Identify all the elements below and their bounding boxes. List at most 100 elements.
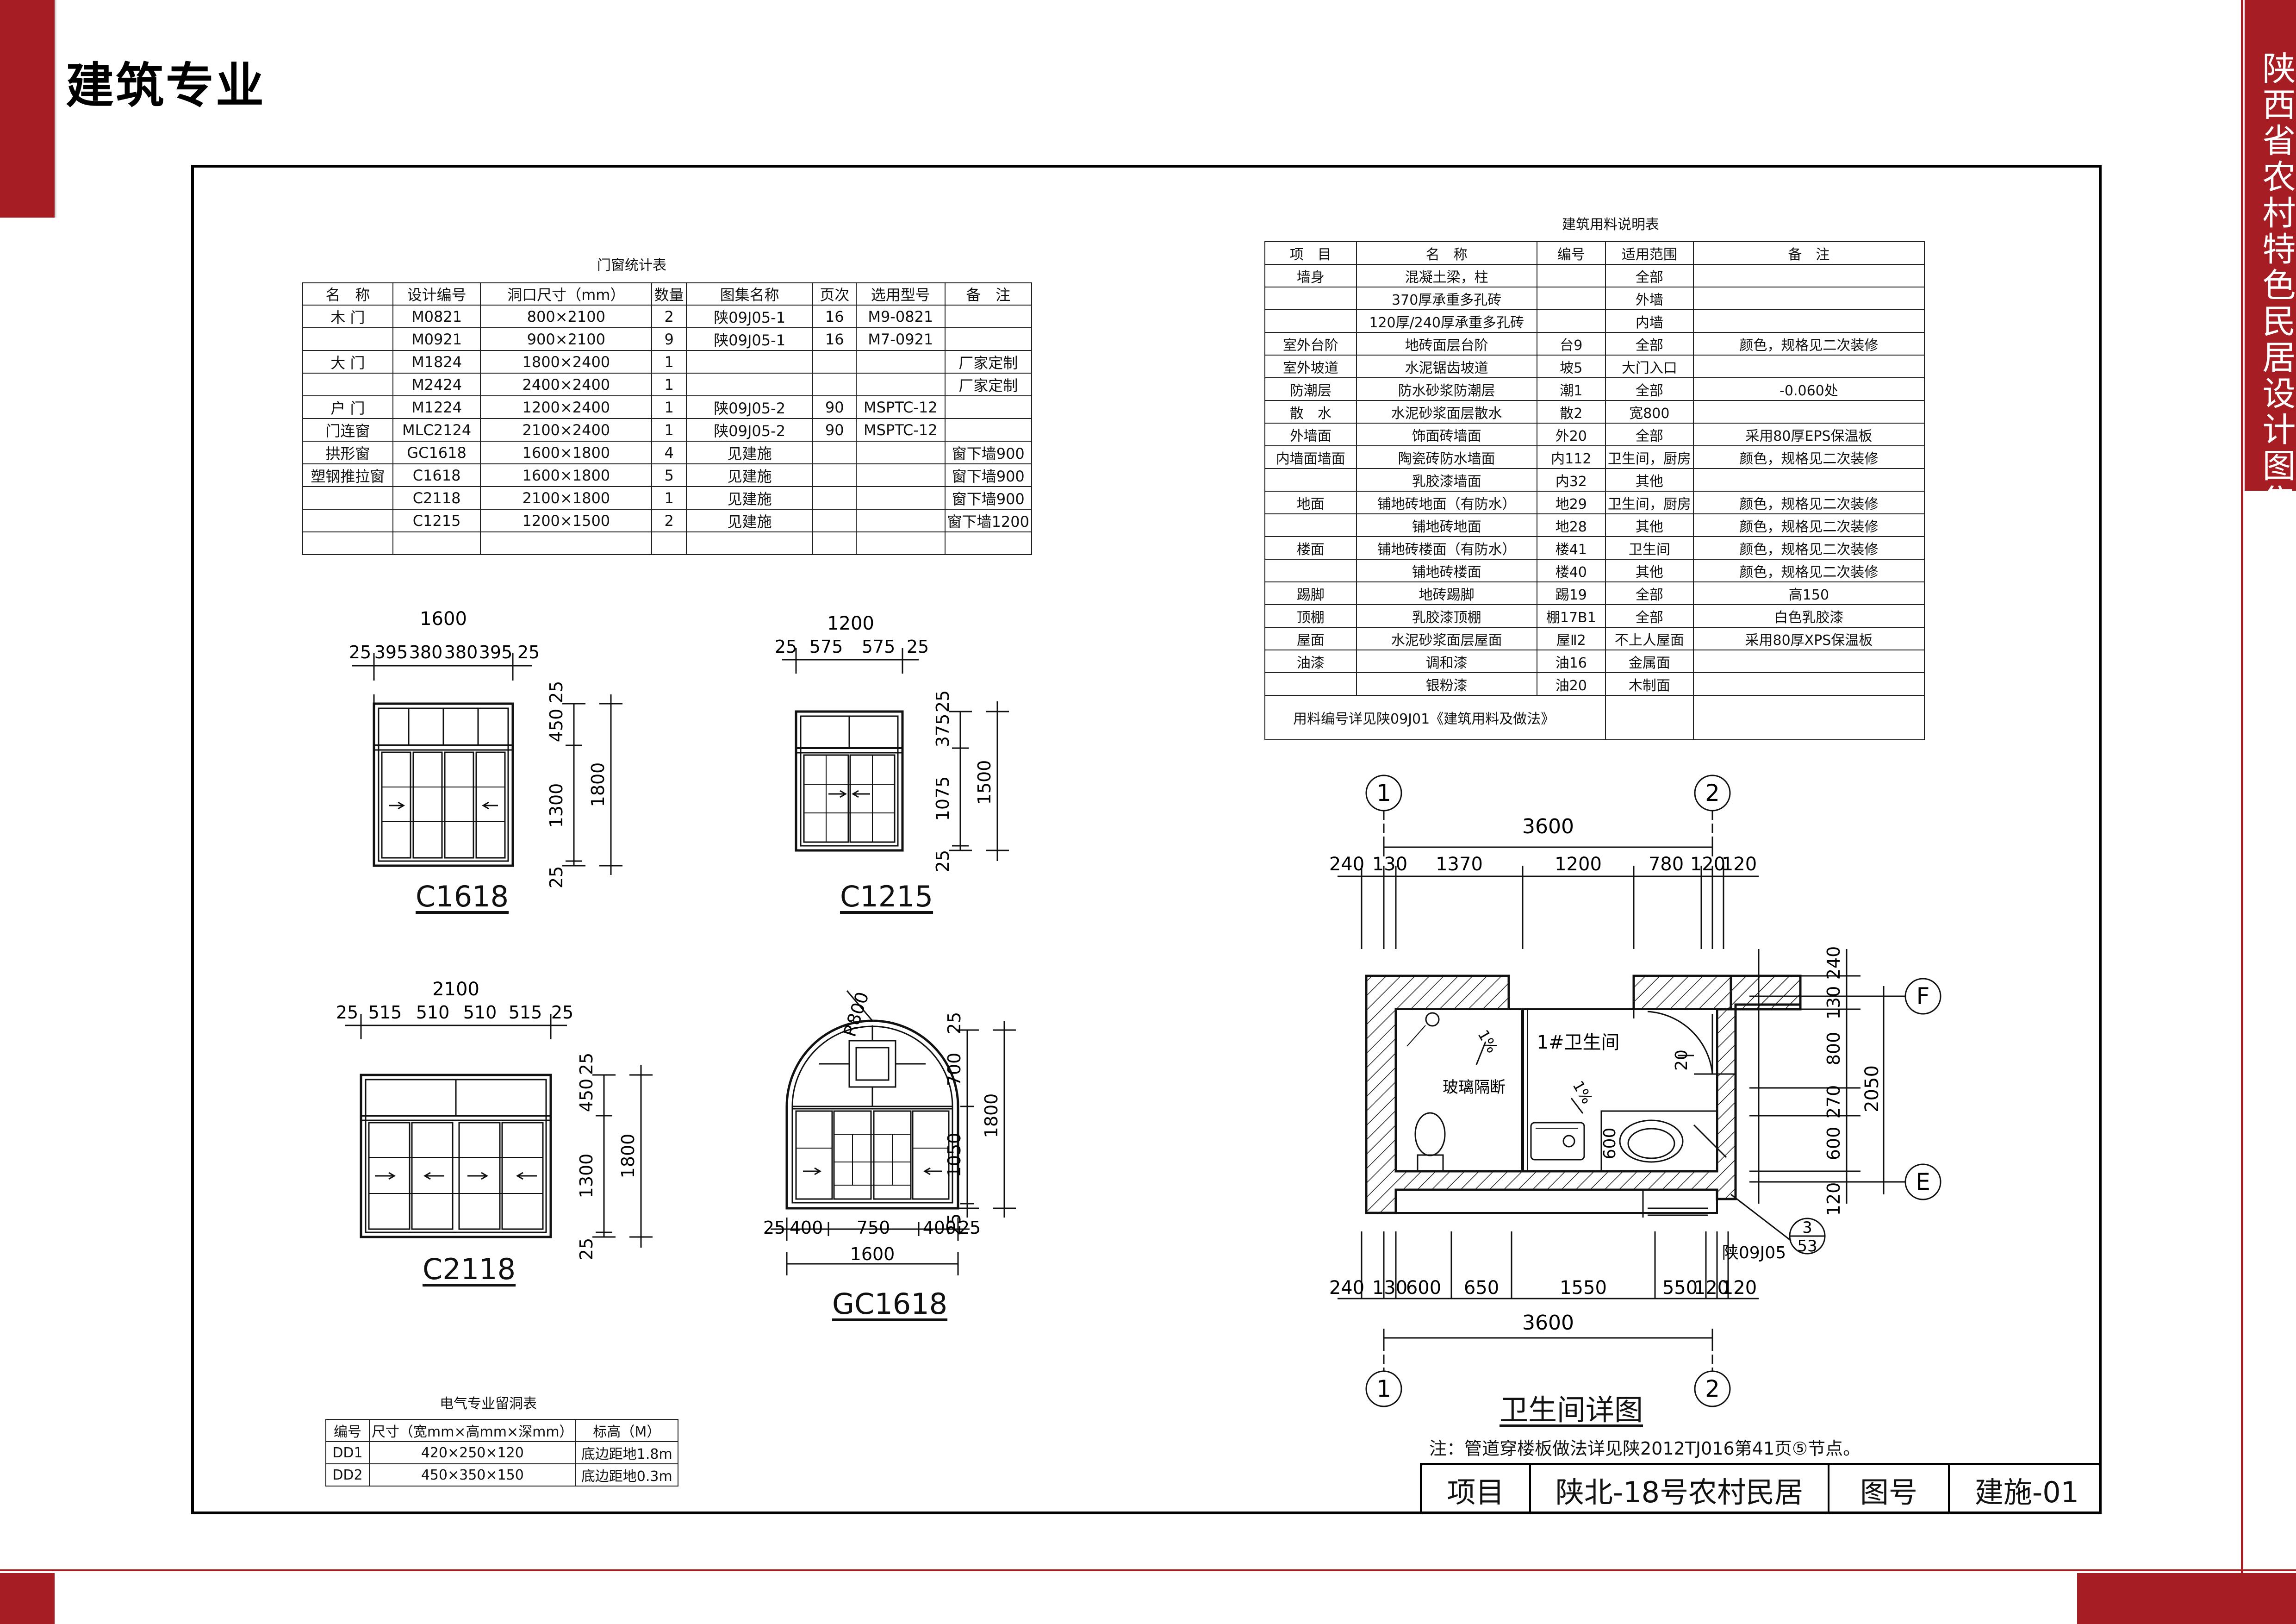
drawing-frame [191, 165, 2102, 1514]
table-cell: 1200×2400 [480, 395, 653, 419]
table-cell: 90 [812, 418, 857, 442]
header-cell: 设计编号 [392, 282, 481, 306]
table-cell: 不上人屋面 [1605, 627, 1694, 650]
table-cell: 水泥砂浆面层屋面 [1356, 627, 1537, 650]
table-cell: 颜色，规格见二次装修 [1692, 559, 1925, 582]
table-cell [480, 531, 653, 555]
c1618-vdims: 25 450 1300 25 1800 [546, 681, 608, 888]
table-cell: 金属面 [1605, 650, 1694, 673]
table-cell: 地砖面层台阶 [1356, 332, 1537, 356]
table-cell: 地砖踢脚 [1356, 581, 1537, 605]
table-cell: 卫生间，厨房 [1605, 445, 1694, 469]
table-cell: 120厚/240厚承重多孔砖 [1356, 309, 1537, 333]
c1618-hdim: 395 [374, 642, 408, 662]
table-cell: 调和漆 [1356, 650, 1537, 673]
right-dim: 800 [1823, 1032, 1844, 1066]
gc1618-bdim: 25 [958, 1218, 981, 1238]
c1618-vdim: 25 [546, 681, 566, 703]
table-cell: 90 [812, 395, 857, 419]
dim-600-label: 600 [1600, 1128, 1619, 1160]
table-cell: 窗下墙900 [944, 463, 1032, 487]
table-row [302, 531, 1032, 555]
table-cell [812, 441, 857, 464]
gc1618-vdim: 700 [944, 1053, 964, 1087]
c2118-vdims: 25 450 1300 25 1800 [576, 1053, 638, 1260]
table-cell: 窗下墙900 [944, 441, 1032, 464]
table-cell: 内32 [1536, 468, 1606, 492]
table-cell: 户 门 [302, 395, 393, 419]
right-red-line [2241, 0, 2243, 1624]
bathroom-plan [1338, 775, 1941, 1407]
table-cell: 颜色，规格见二次装修 [1692, 536, 1925, 560]
bottom-left-red-bar [0, 1573, 55, 1624]
table-cell: 450×350×150 [368, 1463, 576, 1487]
table-cell: MSPTC-12 [856, 395, 946, 419]
table-cell: 2 [651, 509, 687, 532]
header-cell: 页次 [812, 282, 857, 306]
table-cell: 内112 [1536, 445, 1606, 469]
table-cell: 台9 [1536, 332, 1606, 356]
table-cell [1264, 559, 1357, 582]
table-cell [1264, 468, 1357, 492]
c1618-hdim: 25 [349, 642, 371, 662]
table-cell: 拱形窗 [302, 441, 393, 464]
table-cell: C1215 [392, 509, 481, 532]
c1618-width-dim: 1600 [420, 608, 467, 630]
c1215-hdim: 25 [907, 637, 929, 657]
table-cell [944, 305, 1032, 328]
table-row: 120厚/240厚承重多孔砖内墙 [1264, 309, 1925, 333]
table-cell [302, 509, 393, 532]
c1215-vdims: 25 375 1075 25 1500 [933, 690, 995, 872]
c2118-hdim: 515 [368, 1002, 402, 1023]
header-cell: 适用范围 [1605, 241, 1694, 265]
c2118-vdim: 25 [576, 1053, 597, 1075]
table-cell [302, 327, 393, 351]
table-cell [944, 327, 1032, 351]
table-cell: 木 门 [302, 305, 393, 328]
table-cell: 1 [651, 395, 687, 419]
axis-e: E [1916, 1168, 1930, 1195]
table-cell: 见建施 [686, 441, 814, 464]
table-cell: 室外坡道 [1264, 355, 1357, 378]
table-cell [1264, 672, 1357, 696]
right-dim: 130 [1823, 986, 1844, 1020]
project-label: 项目 [1422, 1465, 1531, 1514]
window-gc1618-drawing [771, 990, 1016, 1275]
c1618-vdim: 1300 [546, 783, 566, 828]
table-cell: 420×250×120 [368, 1441, 576, 1464]
table-cell: 370厚承重多孔砖 [1356, 287, 1537, 310]
table-cell: 坡5 [1536, 355, 1606, 378]
top-dim: 1370 [1436, 854, 1483, 875]
table-cell: M7-0921 [856, 327, 946, 351]
table-cell: 混凝土梁，柱 [1356, 264, 1537, 287]
table-cell: 地面 [1264, 491, 1357, 514]
bottom-dim: 120 [1722, 1277, 1757, 1299]
table-cell: 陕09J05-2 [686, 418, 814, 442]
c2118-hdim: 510 [463, 1002, 497, 1023]
gc1618-vdim: 25 [944, 1012, 964, 1034]
table-row: 墙身混凝土梁，柱全部 [1264, 264, 1925, 287]
gc1618-label: GC1618 [832, 1287, 948, 1321]
table-cell: 2 [651, 305, 687, 328]
right-total-dim: 2050 [1861, 1065, 1883, 1112]
door-window-table-title: 门窗统计表 [597, 257, 666, 274]
table-cell: 屋Ⅱ2 [1536, 627, 1606, 650]
header-cell: 备 注 [1692, 241, 1925, 265]
table-cell [856, 350, 946, 374]
table-cell [856, 486, 946, 510]
top-dim: 120 [1722, 854, 1757, 875]
table-cell [1692, 695, 1925, 740]
table-cell: DD2 [325, 1463, 370, 1487]
table-cell: 楼41 [1536, 536, 1606, 560]
table-cell [812, 509, 857, 532]
